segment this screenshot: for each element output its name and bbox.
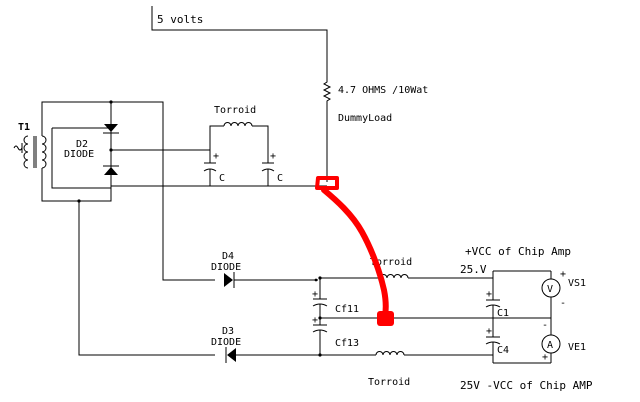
d2-type: DIODE [64,149,94,160]
ve1-ref: VE1 [568,342,586,353]
vs1-ref: VS1 [568,278,586,289]
junction-dot [109,148,113,152]
torroid-top-label: Torroid [214,105,256,116]
torroid-mid-label: Torroid [370,257,412,268]
supply-label: 5 volts [157,13,203,26]
plus-sign: + [270,151,276,162]
minus-sign: - [560,298,566,309]
plus-sign: + [486,289,492,300]
dummy-load-resistor [322,78,332,182]
positive-rail [320,270,552,279]
junction-dot [314,278,318,282]
plus-sign: + [312,289,318,300]
plus-sign: + [542,352,548,363]
diode-d2 [103,124,119,175]
junction-dot [109,100,113,104]
c4-label: C4 [497,345,509,356]
torroid-top-inductor [223,122,253,127]
d4-type: DIODE [211,262,241,273]
source-vs1 [541,278,561,318]
minus-sign: - [542,320,548,331]
cf11-label: Cf11 [335,304,359,315]
transformer-label: T1 [18,122,30,133]
transformer-t1 [13,135,47,169]
diode-d4 [224,272,318,288]
pos-rail-title: +VCC of Chip Amp [465,245,571,258]
plus-sign: + [213,151,219,162]
junction-dot [77,199,81,203]
cf13-label: Cf13 [335,338,359,349]
vs1-symbol: V [547,284,553,295]
negative-rail [320,351,552,364]
bridge-wiring [41,101,215,356]
d3-type: DIODE [211,337,241,348]
cap-right-label: C [277,173,283,184]
cap-left-label: C [219,173,225,184]
plus-sign: + [486,326,492,337]
neg-rail-title: 25V -VCC of Chip AMP [460,379,593,392]
output-cap-column [485,278,501,355]
torroid-bottom-label: Torroid [368,377,410,388]
load-resistor-label: 4.7 OHMS /10Wat [338,85,428,96]
plus-sign: + [560,269,566,280]
red-annotation [315,176,394,326]
ve1-symbol: A [547,340,553,351]
pos-rail-value: 25.V [460,263,487,276]
top-filter-wiring [209,125,327,187]
c1-label: C1 [497,308,509,319]
source-ve1 [541,318,561,354]
d4-ref: D4 [222,251,234,262]
plus-sign: + [312,315,318,326]
diode-d3 [225,347,320,363]
d3-ref: D3 [222,326,234,337]
d2-ref: D2 [76,139,88,150]
dummy-load-label: DummyLoad [338,113,392,124]
filter-cap-column [312,278,328,355]
supply-wire [151,6,328,78]
capacitor-left [203,150,217,186]
capacitor-right [261,150,275,182]
